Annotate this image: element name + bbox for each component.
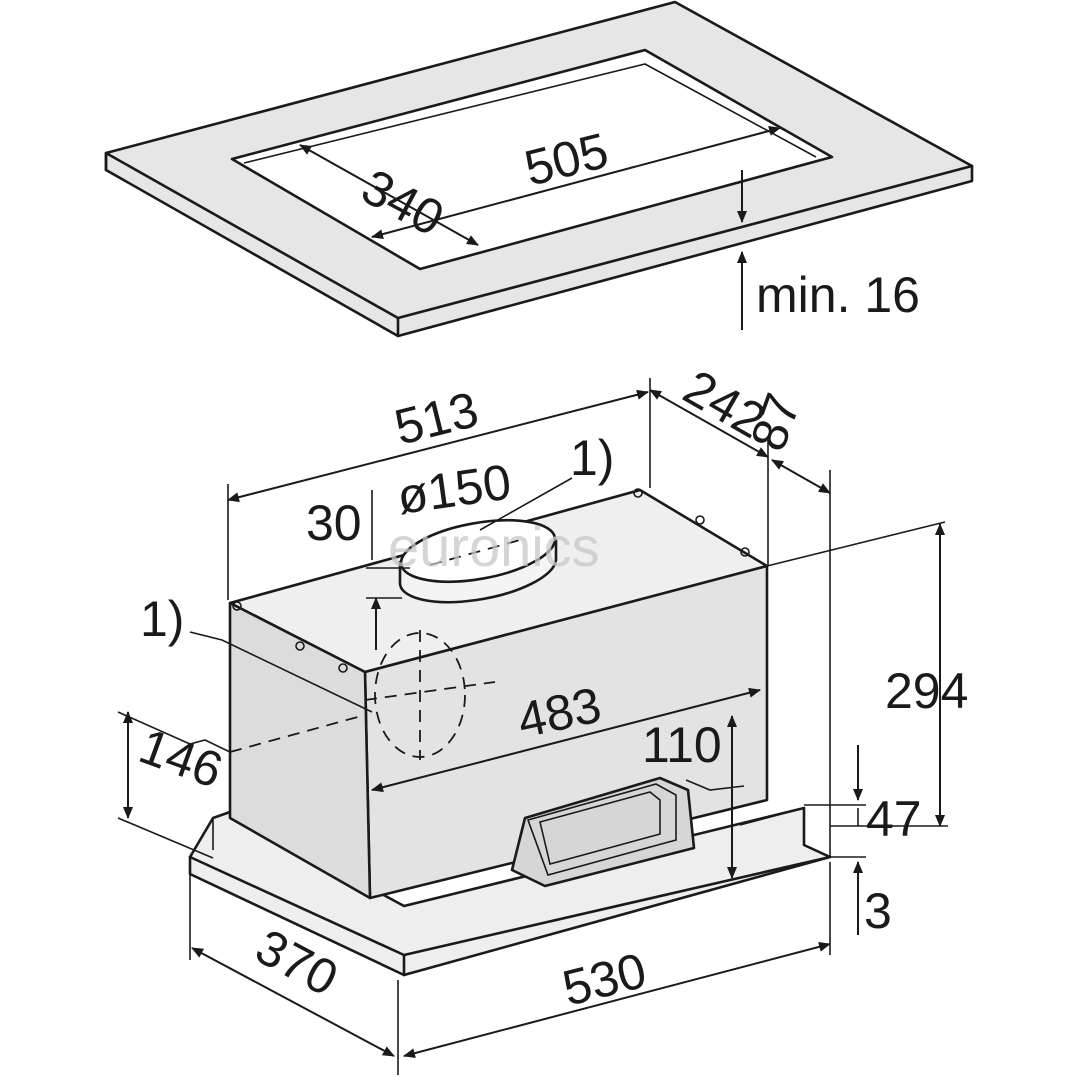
note-top-ref: 1) bbox=[570, 430, 614, 486]
watermark-text: euronics bbox=[388, 515, 600, 578]
housing-dimensions bbox=[117, 378, 948, 1075]
dim-height-total: 294 bbox=[885, 663, 968, 719]
note-side-ref: 1) bbox=[140, 591, 184, 647]
dim-duct-offset: 30 bbox=[306, 495, 362, 551]
dim-side-height: 146 bbox=[132, 718, 230, 799]
dim-inner-height: 110 bbox=[642, 717, 722, 773]
countertop-panel bbox=[104, 0, 974, 338]
dim-frame-width: 530 bbox=[557, 942, 652, 1017]
dim-min-thickness: min. 16 bbox=[756, 267, 920, 323]
dim-frame-height: 47 bbox=[866, 791, 922, 847]
dim-housing-width: 513 bbox=[389, 381, 484, 456]
dim-frame-thickness: 3 bbox=[864, 883, 892, 939]
